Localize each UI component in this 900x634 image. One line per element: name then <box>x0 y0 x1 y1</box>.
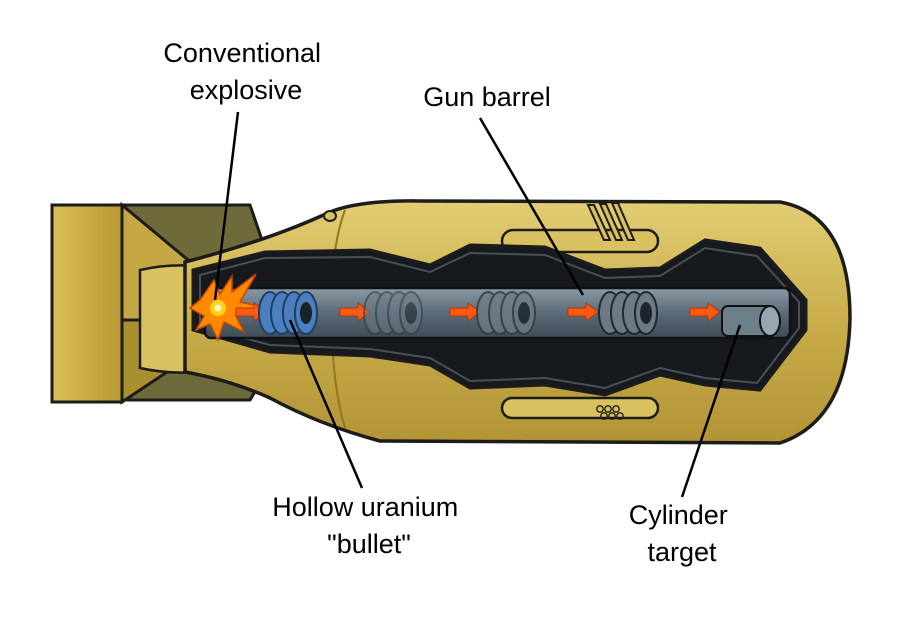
label-cylinder-target: Cylinder target <box>629 500 736 567</box>
bullet-stage-4 <box>599 292 657 334</box>
label-hollow-bullet-line2: "bullet" <box>327 529 411 559</box>
label-hollow-bullet-line1: Hollow uranium <box>272 492 458 522</box>
label-gun-barrel-line1: Gun barrel <box>423 82 551 112</box>
bullet-hole <box>518 302 530 324</box>
bullet-stage-3 <box>477 292 535 334</box>
label-conventional-explosive-line2: explosive <box>190 75 303 105</box>
cylinder-target <box>722 306 780 336</box>
bullet-hole <box>640 302 652 324</box>
tail-box-front <box>52 205 122 402</box>
label-gun-barrel: Gun barrel <box>423 82 551 112</box>
label-cylinder-target-line2: target <box>647 537 717 567</box>
label-conventional-explosive: Conventional explosive <box>163 38 328 105</box>
bullet-hole <box>405 302 417 324</box>
label-conventional-explosive-line1: Conventional <box>163 38 321 68</box>
label-hollow-bullet: Hollow uranium "bullet" <box>272 492 466 559</box>
bullet-hole <box>300 302 312 324</box>
hollow-bullet <box>259 292 317 334</box>
bullet-stage-2 <box>364 292 422 334</box>
label-cylinder-target-line1: Cylinder <box>629 500 728 530</box>
explosion-core-hot <box>215 305 222 312</box>
lug-nub <box>324 211 336 221</box>
lower-panel <box>502 398 658 418</box>
